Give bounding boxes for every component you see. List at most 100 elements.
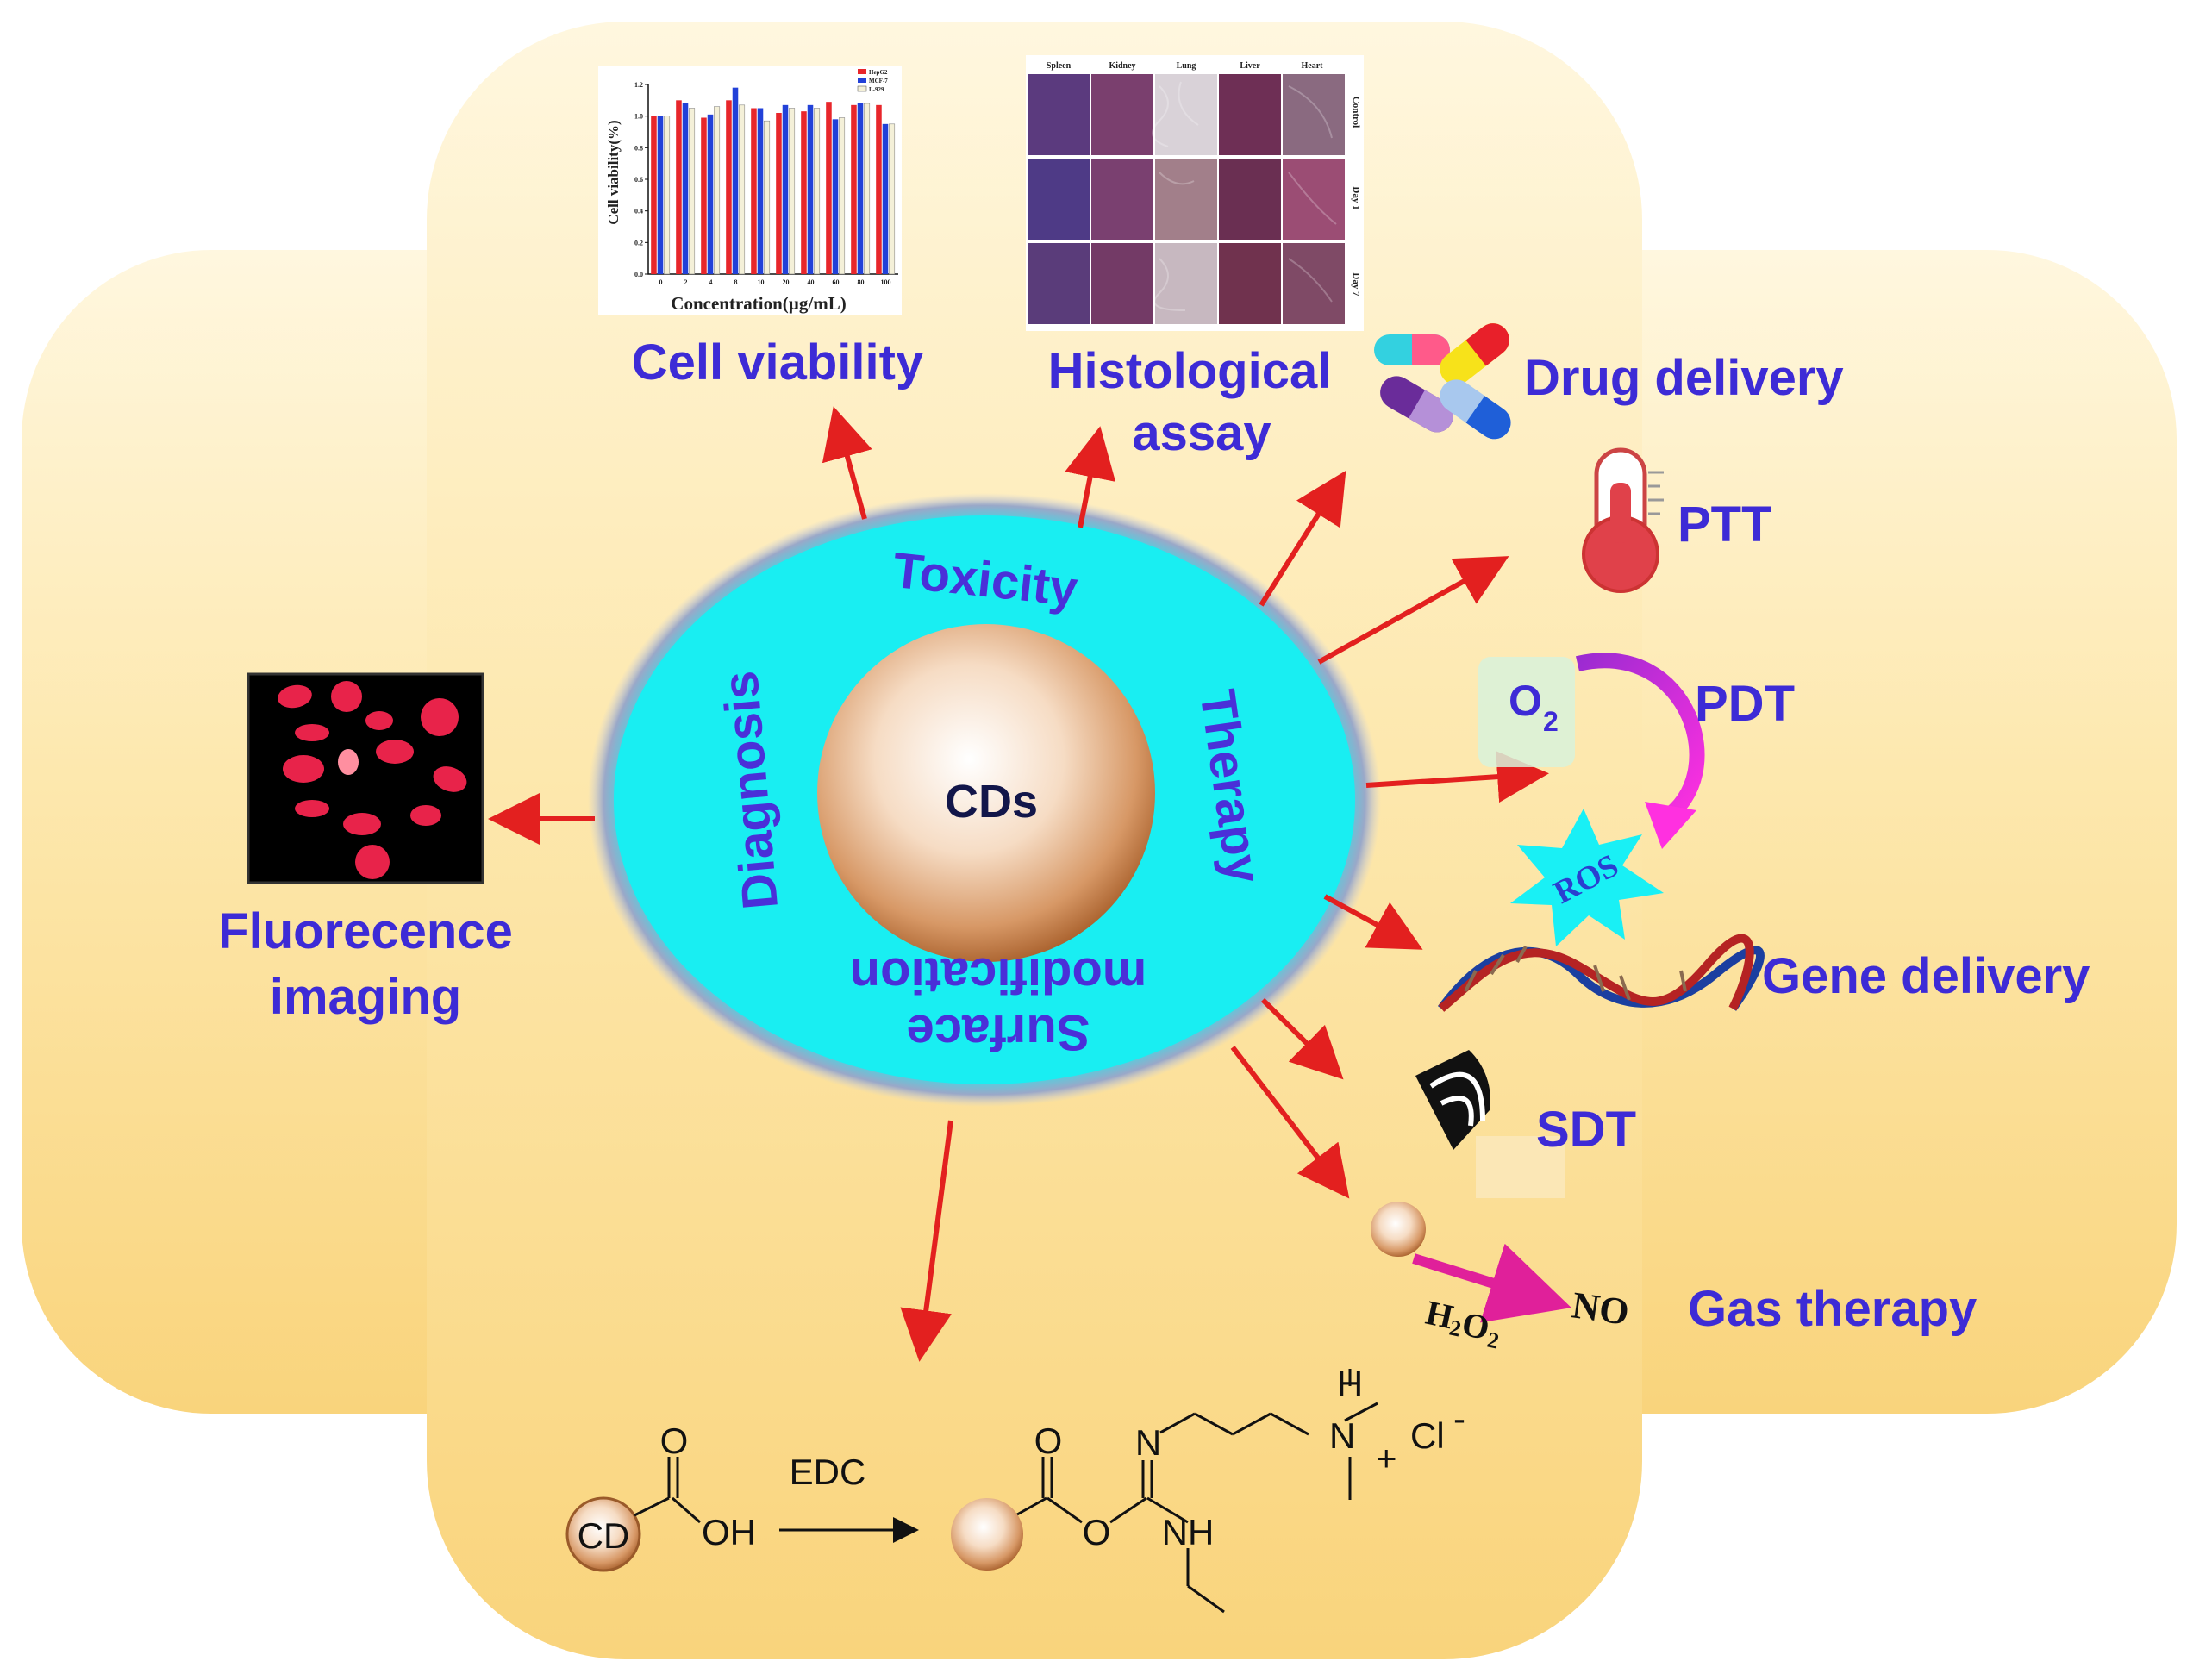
cd-core: CDs — [817, 624, 1155, 962]
label-imaging: imaging — [270, 969, 461, 1025]
chart-bar-mcf-7 — [832, 119, 839, 274]
label-assay: assay — [1132, 405, 1271, 461]
chart-bar-hepg2 — [701, 117, 707, 274]
ring-label-surface: Surface — [907, 1004, 1090, 1060]
chart-bar-l-929 — [814, 108, 821, 275]
cd-particle-left — [565, 1496, 641, 1572]
o2-label: O — [1509, 677, 1542, 725]
histology-col-lung: Lung — [1177, 61, 1196, 71]
edc-reaction-scheme: CD O OH EDC O O N NH H N — [565, 1364, 1465, 1614]
label-ptt: PTT — [1678, 497, 1772, 553]
n-imine: N — [1135, 1422, 1161, 1463]
o-top-1: O — [660, 1421, 689, 1461]
histological-panel: Spleen Kidney Lung Liver Heart Control D… — [1026, 55, 1364, 331]
cd-particle-label: CD — [578, 1515, 630, 1556]
chart-bar-hepg2 — [726, 100, 732, 274]
label-gas-therapy: Gas therapy — [1688, 1281, 1977, 1337]
y-tick-label: 1.0 — [634, 113, 643, 121]
chart-bar-mcf-7 — [807, 104, 814, 274]
chart-bar-hepg2 — [801, 111, 807, 274]
oh-group: OH — [702, 1512, 756, 1552]
chloride-minus: - — [1453, 1398, 1465, 1439]
legend-mcf7: MCF-7 — [869, 78, 888, 84]
label-histological: Histological — [1048, 343, 1332, 399]
histology-row-day1: Day 1 — [1351, 186, 1361, 209]
chart-bar-l-929 — [764, 120, 771, 275]
x-tick-label: 8 — [734, 278, 738, 286]
arrow-sdt — [1260, 997, 1344, 1080]
y-tick-label: 0.0 — [634, 271, 643, 278]
histology-col-spleen: Spleen — [1047, 61, 1072, 71]
chart-bar-mcf-7 — [657, 116, 664, 274]
reagent-edc: EDC — [790, 1452, 866, 1492]
o-top-2: O — [1034, 1421, 1063, 1461]
chart-bar-mcf-7 — [707, 114, 714, 274]
connector-arrows — [488, 406, 1549, 1362]
chart-bar-mcf-7 — [732, 87, 739, 275]
gas-reaction: H 2 O 2 NO — [1371, 1202, 1632, 1354]
chart-bar-mcf-7 — [882, 123, 889, 274]
cd-particle-right — [951, 1498, 1023, 1571]
arrow-ptt — [1317, 556, 1509, 665]
cd-core-label: CDs — [945, 776, 1038, 828]
histology-grid — [1028, 74, 1345, 324]
arrow-surface-modification — [900, 1120, 953, 1362]
nh-group: NH — [1162, 1512, 1215, 1552]
arrow-gas-therapy — [1230, 1046, 1350, 1199]
x-tick-label: 100 — [881, 278, 891, 286]
fluorescence-image — [247, 672, 484, 884]
arrow-histological — [1065, 426, 1116, 528]
thermometer-icon — [1582, 447, 1664, 593]
x-tick-label: 0 — [659, 278, 663, 286]
plus-charge: + — [1376, 1438, 1397, 1478]
chart-bar-l-929 — [864, 103, 871, 275]
chart-bar-l-929 — [839, 117, 846, 275]
ros-star — [1510, 809, 1664, 946]
o2-subscript: 2 — [1543, 706, 1559, 737]
chart-bar-hepg2 — [676, 100, 682, 274]
chart-bar-l-929 — [714, 106, 721, 275]
arrow-gene-delivery — [1323, 894, 1423, 950]
chart-bar-hepg2 — [876, 104, 882, 274]
chart-y-axis-label: Cell viability(%) — [605, 120, 622, 224]
label-pdt: PDT — [1695, 676, 1795, 732]
histology-column-headers: Spleen Kidney Lung Liver Heart — [1047, 61, 1323, 71]
chart-bar-mcf-7 — [782, 104, 789, 274]
label-sdt: SDT — [1536, 1102, 1636, 1158]
x-tick-label: 2 — [684, 278, 688, 286]
chart-bar-hepg2 — [651, 116, 657, 274]
histology-col-liver: Liver — [1240, 61, 1260, 71]
pdt-cycle: O 2 ROS — [1478, 653, 1705, 946]
cd-particle-small — [1371, 1202, 1426, 1257]
chloride: Cl — [1410, 1415, 1445, 1456]
chart-bar-mcf-7 — [757, 108, 764, 274]
label-gene-delivery: Gene delivery — [1762, 948, 2090, 1004]
h-atom: H — [1337, 1364, 1363, 1404]
chart-bar-mcf-7 — [857, 103, 864, 274]
x-tick-label: 4 — [709, 278, 713, 286]
histology-row-control: Control — [1351, 97, 1361, 128]
chart-bar-l-929 — [739, 104, 746, 275]
y-tick-label: 0.6 — [634, 176, 643, 184]
chart-bar-hepg2 — [826, 102, 832, 275]
ultrasound-icon — [1415, 1050, 1565, 1198]
h2o2-sub1: 2 — [1447, 1315, 1464, 1342]
histology-col-kidney: Kidney — [1109, 61, 1135, 71]
y-tick-label: 1.2 — [634, 81, 643, 89]
x-tick-label: 10 — [758, 278, 765, 286]
o-ester: O — [1083, 1512, 1111, 1552]
arrow-cell-viability — [822, 406, 872, 520]
arrow-drug-delivery — [1259, 470, 1346, 607]
chart-legend: HepG2 MCF-7 L-929 — [857, 69, 888, 93]
legend-hepg2: HepG2 — [869, 69, 888, 76]
dna-helix-icon — [1437, 934, 1765, 1012]
no-label: NO — [1570, 1283, 1632, 1333]
pdt-arc-arrow — [1575, 653, 1705, 826]
pills-icon — [1374, 323, 1511, 440]
label-cell-viability: Cell viability — [632, 334, 923, 390]
chart-bar-l-929 — [789, 108, 796, 275]
chart-x-axis-label: Concentration(µg/mL) — [671, 293, 846, 314]
x-tick-label: 20 — [783, 278, 790, 286]
